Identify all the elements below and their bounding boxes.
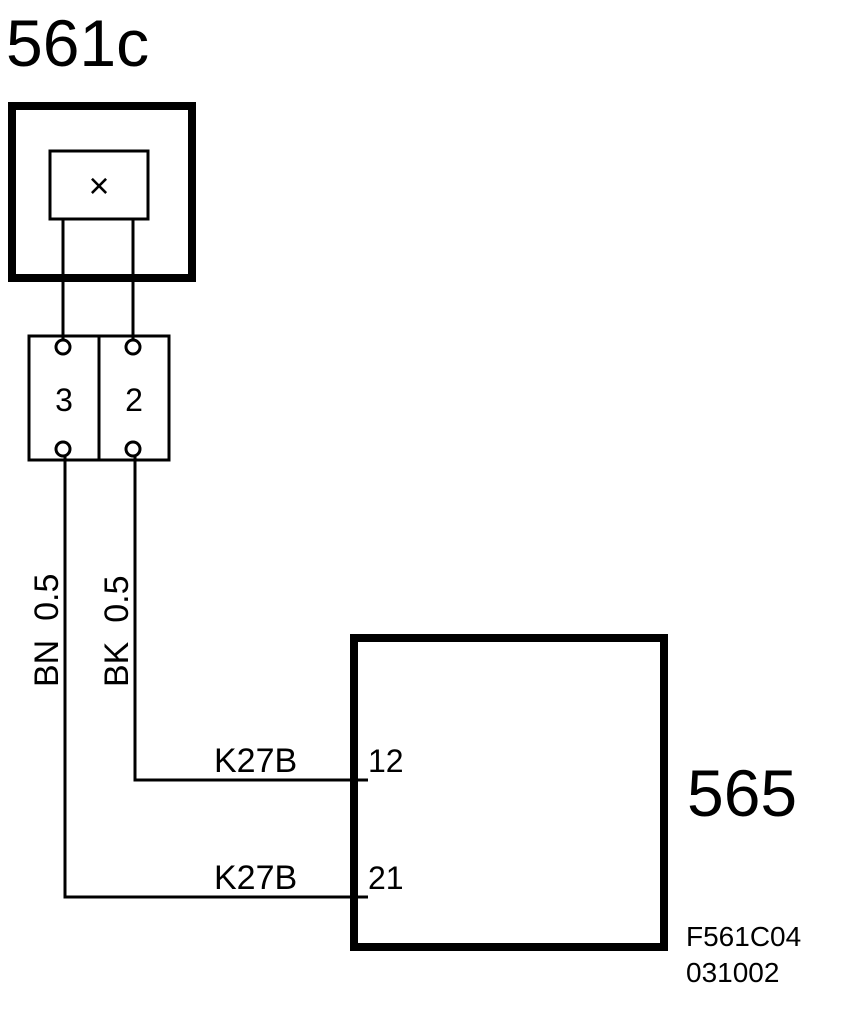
signal-label-lower: K27B bbox=[214, 859, 297, 897]
connector-hole-2-bottom bbox=[124, 440, 142, 458]
component-565-box bbox=[350, 634, 668, 951]
connector-hole-3-bottom bbox=[54, 440, 72, 458]
component-565-label: 565 bbox=[687, 756, 797, 830]
wire-bn-label: BN 0.5 bbox=[28, 574, 66, 687]
component-561c-label: 561c bbox=[6, 6, 149, 80]
component-561c-inner-box bbox=[48, 149, 150, 221]
connector-hole-3-top bbox=[54, 338, 72, 356]
component-565-pin-12: 12 bbox=[368, 743, 404, 779]
component-565-pin-21: 21 bbox=[368, 860, 404, 896]
connector-pin-2-label: 2 bbox=[125, 382, 143, 418]
reference-date: 031002 bbox=[686, 957, 779, 988]
wire-bn bbox=[63, 456, 368, 899]
connector-pin-3-label: 3 bbox=[55, 382, 73, 418]
reference-code: F561C04 bbox=[686, 921, 801, 952]
connector-hole-2-top bbox=[124, 338, 142, 356]
component-561c-box bbox=[8, 102, 196, 282]
wire-bk-label: BK 0.5 bbox=[98, 575, 136, 687]
wire-bk bbox=[133, 456, 368, 782]
x-icon: × bbox=[88, 165, 109, 206]
signal-label-upper: K27B bbox=[214, 742, 297, 780]
